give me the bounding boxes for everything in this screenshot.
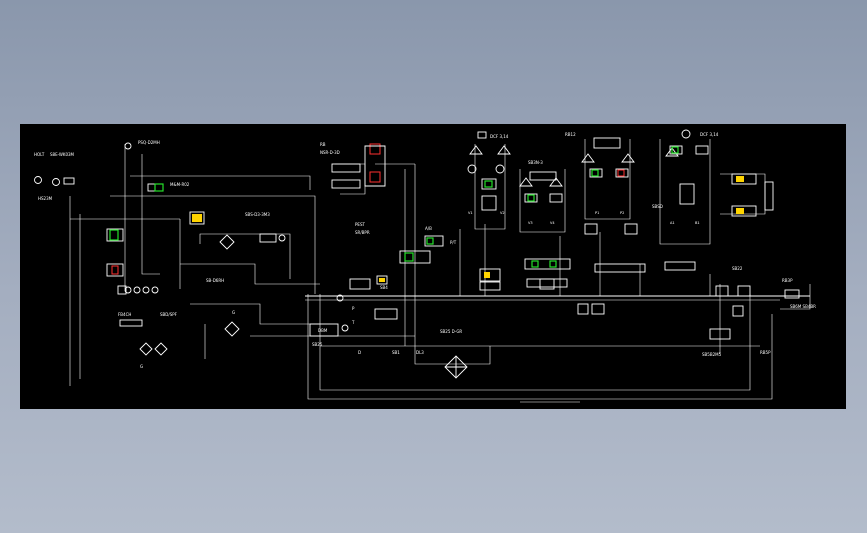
label-left-tank: HS23M <box>38 196 53 201</box>
label-far-right-2: SB6M SB4BR <box>790 304 816 309</box>
label-bottom-left-2: SB25 <box>312 342 323 347</box>
label-upper-mid-1: PEST <box>355 222 365 227</box>
label-relief-1: RB <box>320 142 326 147</box>
label-cylinder-1: DCF 3,14 <box>490 134 509 139</box>
label-pressure-1: P <box>352 306 355 311</box>
label-right-valve: SB22 <box>732 266 743 271</box>
label-center-block: SB4 <box>380 285 388 290</box>
label-motor: M&M-R02 <box>170 182 190 187</box>
label-valve-b: P/T <box>450 240 457 245</box>
label-top-left-2: S8E-WK03M <box>50 152 75 157</box>
pipe-network <box>69 139 811 403</box>
label-bottom-center: SB25 D-GR <box>440 329 462 334</box>
label-bottom-mid-2: DL3 <box>416 350 424 355</box>
label-cylinder-3: RB12 <box>565 132 576 137</box>
label-tank: SBS-D3-3M3 <box>245 212 270 217</box>
label-bottom-right: SB5B2M5 <box>702 352 722 357</box>
label-bottom-left: DBM <box>318 328 328 333</box>
label-bottom-mid-1: D <box>358 350 361 355</box>
label-cylinder-4: DCF 3,14 <box>700 132 719 137</box>
label-far-right-3: RB5P <box>760 350 771 355</box>
label-gauge-left: G <box>140 364 143 369</box>
label-cylinder-2: SB3N-3 <box>528 160 543 165</box>
label-upper-mid-2: SR/BPR <box>355 230 370 235</box>
label-mid-7: A1 <box>670 221 675 225</box>
label-bottom-mid-3: SB1 <box>392 350 400 355</box>
label-filter-left: FB4CH <box>118 312 131 317</box>
label-right-block: SBSD <box>652 204 663 209</box>
label-mid-6: P2 <box>620 211 624 215</box>
label-mid-3: V3 <box>528 221 533 225</box>
label-filter-right: SBD/SPF <box>160 312 178 317</box>
label-mid-1: V1 <box>468 211 473 215</box>
label-valve-a: A/B <box>425 226 432 231</box>
label-pump: PSQ-D2MH <box>138 140 160 145</box>
label-pressure-2: T <box>351 320 355 325</box>
label-gauge-right: G <box>232 310 235 315</box>
label-relief-2: NSR-D-3D <box>320 150 340 155</box>
label-mid-5: P1 <box>595 211 599 215</box>
label-cooler: SB-D6RH <box>206 278 224 283</box>
cad-drawing-canvas[interactable]: HOLT S8E-WK03M HS23M PSQ-D2MH M&M-R02 RB… <box>20 124 846 409</box>
label-top-left-1: HOLT <box>34 152 45 157</box>
labels: HOLT S8E-WK03M HS23M PSQ-D2MH M&M-R02 RB… <box>34 132 816 369</box>
label-far-right-1: RB3P <box>782 278 793 283</box>
hydraulic-schematic: HOLT S8E-WK03M HS23M PSQ-D2MH M&M-R02 RB… <box>34 129 816 403</box>
label-mid-2: V2 <box>500 211 505 215</box>
label-mid-4: V4 <box>550 221 555 225</box>
label-mid-8: B1 <box>695 221 700 225</box>
components <box>34 129 800 379</box>
